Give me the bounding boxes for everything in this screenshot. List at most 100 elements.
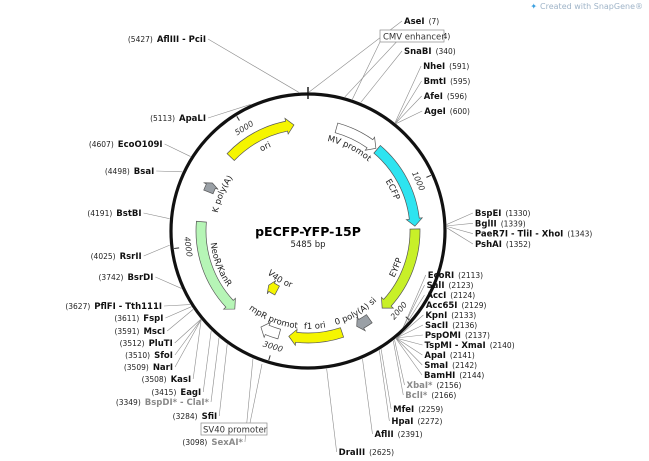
site-bglii[interactable]: BglII (1339)	[475, 219, 526, 229]
site-aflii[interactable]: AflII(2391)	[374, 430, 422, 440]
site-leader	[396, 324, 424, 339]
site-position: (600)	[450, 107, 470, 116]
feature-ecfp[interactable]	[373, 145, 424, 227]
site-bcli[interactable]: BclI*(2166)	[405, 391, 456, 401]
site-xbai[interactable]: XbaI*(2156)	[407, 381, 462, 391]
site-paer7i-tlii-xhoi[interactable]: PaeR7I - TliI - XhoI(1343)	[475, 230, 592, 240]
site-ecoo109i[interactable]: (4607)EcoO109I	[89, 140, 163, 150]
site-name: NarI	[153, 363, 173, 373]
site-leader	[174, 319, 202, 356]
site-name: BmtI	[424, 77, 447, 87]
site-bspei[interactable]: BspEI(1330)	[475, 209, 531, 219]
site-leader	[218, 344, 228, 417]
feature-ori[interactable]	[226, 117, 295, 161]
feature-sv40-poly-a-signal[interactable]	[356, 314, 373, 332]
site-position: (1339)	[501, 219, 526, 228]
cmv-enhancer-label: CMV enhancer	[383, 33, 445, 43]
site-afliii-pcii[interactable]: (5427)AflIII - PciI	[128, 35, 206, 45]
site-agei[interactable]: AgeI(600)	[424, 107, 470, 117]
site-bsai[interactable]: (4498)BsaI	[105, 167, 154, 177]
site-sfii[interactable]: (3284)SfiI	[173, 412, 218, 422]
site-bspdi-clai[interactable]: (3349)BspDI* - ClaI*	[116, 398, 210, 408]
site-position: (3098)	[182, 438, 207, 447]
feature-labels: CMV promoterECFPEYFPSV40 poly(A) signalf…	[0, 0, 405, 332]
site-pspomi[interactable]: PspOMI(2137)	[425, 331, 490, 341]
feature-neor-kanr[interactable]	[195, 220, 236, 310]
site-leader	[446, 223, 473, 227]
site-ecori[interactable]: EcoRI(2113)	[428, 271, 483, 281]
site-position: (595)	[450, 77, 470, 86]
site-nhei[interactable]: NheI(591)	[423, 62, 469, 72]
site-name: AseI	[404, 17, 425, 27]
site-position: (2259)	[418, 405, 443, 414]
tick-mark	[426, 174, 432, 178]
site-smai[interactable]: SmaI(2142)	[424, 361, 477, 371]
site-position: (591)	[449, 62, 469, 71]
site-apai[interactable]: ApaI(2141)	[424, 351, 475, 361]
site-name: BsaI	[134, 167, 154, 177]
site-acc65i[interactable]: Acc65I(2129)	[426, 301, 487, 311]
sv40-promoter-box[interactable]: SV40 promoter	[200, 363, 268, 436]
site-name: BglII	[475, 219, 497, 229]
site-acci[interactable]: AccI(2124)	[426, 291, 475, 301]
site-sexai[interactable]: (3098)SexAI*	[182, 438, 243, 448]
site-sacii[interactable]: SacII(2136)	[425, 321, 477, 331]
site-fspi[interactable]: (3611)FspI	[114, 314, 163, 324]
site-tspmi-xmai[interactable]: TspMI - XmaI(2140)	[424, 341, 514, 351]
site-name: BamHI	[424, 371, 455, 381]
site-pshai[interactable]: PshAI (1352)	[475, 240, 531, 250]
site-name: BsrDI	[127, 273, 153, 283]
site-bmti[interactable]: BmtI(595)	[424, 77, 471, 87]
plasmid-name: pECFP-YFP-15P	[255, 224, 361, 239]
site-bsrdi[interactable]: (3742)BsrDI	[99, 273, 154, 283]
site-name: SmaI	[424, 361, 448, 371]
site-nari[interactable]: (3509)NarI	[124, 363, 173, 373]
site-position: (1352)	[506, 240, 531, 249]
site-mfei[interactable]: MfeI(2259)	[393, 405, 443, 415]
site-name: PshAI	[475, 240, 502, 250]
site-snabi[interactable]: SnaBI(340)	[404, 47, 456, 57]
site-position: (2166)	[431, 391, 456, 400]
feature-f1-ori[interactable]	[288, 327, 345, 347]
site-position: (2137)	[465, 331, 490, 340]
feature-ampr-promoter[interactable]	[260, 321, 282, 340]
site-name: AflIII - PciI	[157, 35, 206, 45]
site-draiii[interactable]: DraIII(2625)	[339, 448, 394, 458]
site-asei[interactable]: AseI (7)	[404, 17, 439, 27]
site-position: (7)	[429, 17, 440, 26]
feature-cmv-promoter[interactable]	[334, 122, 377, 151]
feature-sv40-ori[interactable]	[266, 280, 280, 296]
site-eagi[interactable]: (3415)EagI	[151, 388, 201, 398]
site-name: TspMI - XmaI	[424, 341, 485, 351]
snapgene-logo-icon: ✦	[530, 2, 538, 11]
site-apali[interactable]: (5113)ApaLI	[150, 114, 206, 124]
site-sfoi[interactable]: (3510)SfoI	[125, 351, 173, 361]
site-sali[interactable]: SalI(2123)	[427, 281, 474, 291]
tick-label: 3000	[262, 340, 284, 355]
site-position: (2123)	[449, 281, 474, 290]
site-kpni[interactable]: KpnI(2133)	[425, 311, 476, 321]
feature-eyfp[interactable]	[381, 228, 421, 309]
tick-mark	[236, 116, 240, 121]
site-bstbi[interactable]: (4191)BstBI	[87, 209, 141, 219]
site-hpai[interactable]: HpaI(2272)	[391, 417, 442, 427]
site-position: (2129)	[461, 301, 486, 310]
site-pluti[interactable]: (3512)PluTI	[120, 339, 173, 349]
site-leader	[446, 226, 474, 234]
site-rsrii[interactable]: (4025)RsrII	[91, 252, 142, 262]
site-leader	[192, 319, 202, 380]
feature-hsv-tk-poly-a-signal[interactable]	[203, 182, 219, 195]
feature-arrows	[195, 117, 424, 347]
site-kasi[interactable]: (3508)KasI	[142, 375, 192, 385]
site-name: AflII	[374, 430, 393, 440]
site-bamhi[interactable]: BamHI(2144)	[424, 371, 484, 381]
site-afei[interactable]: AfeI(596)	[424, 92, 467, 102]
site-pflfi-tth111i[interactable]: (3627)PflFI - Tth111I	[65, 302, 162, 312]
site-leader	[360, 50, 403, 103]
site-name: PflFI - Tth111I	[94, 302, 162, 312]
site-position: (2133)	[451, 311, 476, 320]
site-name: BspDI* - ClaI*	[145, 398, 210, 408]
cmv-enhancer-box[interactable]: CMV enhancer	[351, 29, 445, 101]
site-msci[interactable]: (3591)MscI	[114, 327, 165, 337]
site-position: (340)	[436, 47, 456, 56]
